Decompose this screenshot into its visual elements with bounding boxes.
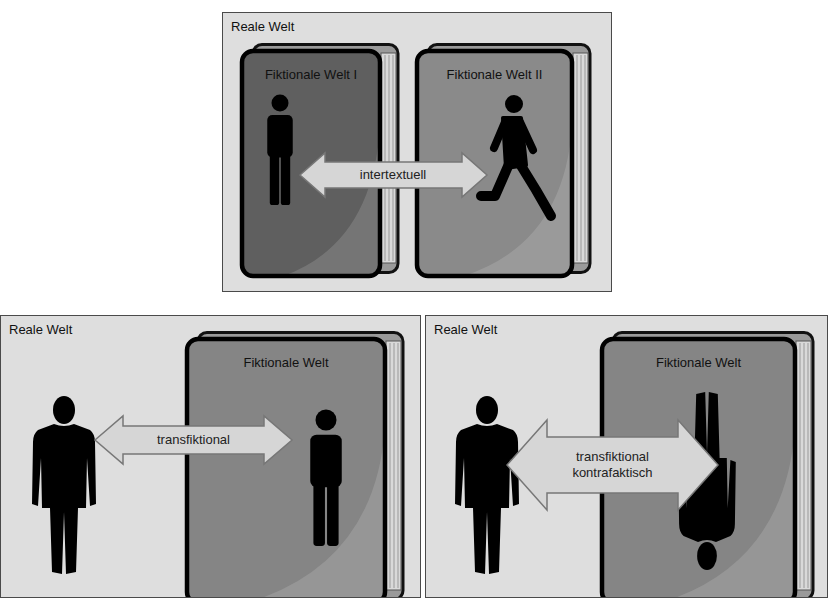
cover-shading	[246, 427, 385, 598]
book-pages	[386, 341, 401, 590]
pictogram-leg	[520, 164, 551, 216]
real-person-silhouette	[455, 396, 519, 574]
page-line	[385, 55, 386, 261]
cover-shading	[464, 126, 573, 276]
page-line	[577, 55, 578, 261]
arrow-label: transfiktional	[123, 428, 264, 452]
pictogram-head	[505, 95, 523, 113]
arrow-label: transfiktional kontrafaktisch	[547, 439, 678, 491]
panel-title: Reale Welt	[9, 322, 72, 337]
book-outline	[187, 339, 385, 598]
page-line	[804, 343, 805, 588]
pictogram-arm	[494, 122, 505, 148]
double-arrow	[95, 416, 292, 464]
book-node: Fiktionale Welt I	[239, 43, 401, 279]
double-arrow	[300, 153, 487, 197]
page-line	[800, 343, 801, 588]
pictogram-leg	[481, 164, 509, 196]
book-title: Fiktionale Welt	[187, 355, 385, 370]
book-front-cover	[417, 51, 572, 276]
page-line	[394, 343, 395, 588]
book-shape	[184, 331, 406, 598]
real-person-silhouette	[32, 396, 96, 574]
book-node: Fiktionale Welt	[184, 331, 406, 598]
world-panel: Reale WeltFiktionale Welt	[0, 315, 421, 598]
book-pages	[381, 53, 396, 263]
book-front-cover	[187, 339, 385, 598]
book-outline	[242, 51, 380, 276]
panel-title: Reale Welt	[231, 19, 294, 34]
page-line	[808, 343, 809, 588]
person-pictogram	[267, 95, 293, 206]
page-line	[389, 55, 390, 261]
cover-shading	[283, 126, 380, 276]
book-pages	[573, 53, 588, 263]
page-line	[398, 343, 399, 588]
inverted-person-silhouette	[678, 392, 736, 570]
world-panel: Reale WeltFiktionale Welt I Fiktionale We…	[222, 12, 612, 292]
panel-title: Reale Welt	[434, 322, 497, 337]
cover-shading	[660, 427, 795, 598]
person-pictogram	[310, 410, 342, 547]
book-title: Fiktionale Welt	[602, 355, 795, 370]
page-line	[585, 55, 586, 261]
page-line	[390, 343, 391, 588]
book-shape	[599, 331, 816, 598]
page-line	[393, 55, 394, 261]
book-front-cover	[242, 51, 380, 276]
page-line	[581, 55, 582, 261]
walking-pictogram	[481, 95, 551, 216]
book-pages	[796, 341, 811, 590]
book-node: Fiktionale Welt II	[414, 43, 593, 279]
book-outline	[417, 51, 572, 276]
pictogram-torso	[503, 118, 526, 168]
book-title: Fiktionale Welt I	[242, 67, 380, 82]
book-node: Fiktionale Welt	[599, 331, 816, 598]
double-arrow	[507, 420, 718, 510]
arrow-label: intertextuell	[325, 163, 461, 187]
pictogram-arm	[520, 122, 533, 150]
book-title: Fiktionale Welt II	[417, 67, 572, 82]
